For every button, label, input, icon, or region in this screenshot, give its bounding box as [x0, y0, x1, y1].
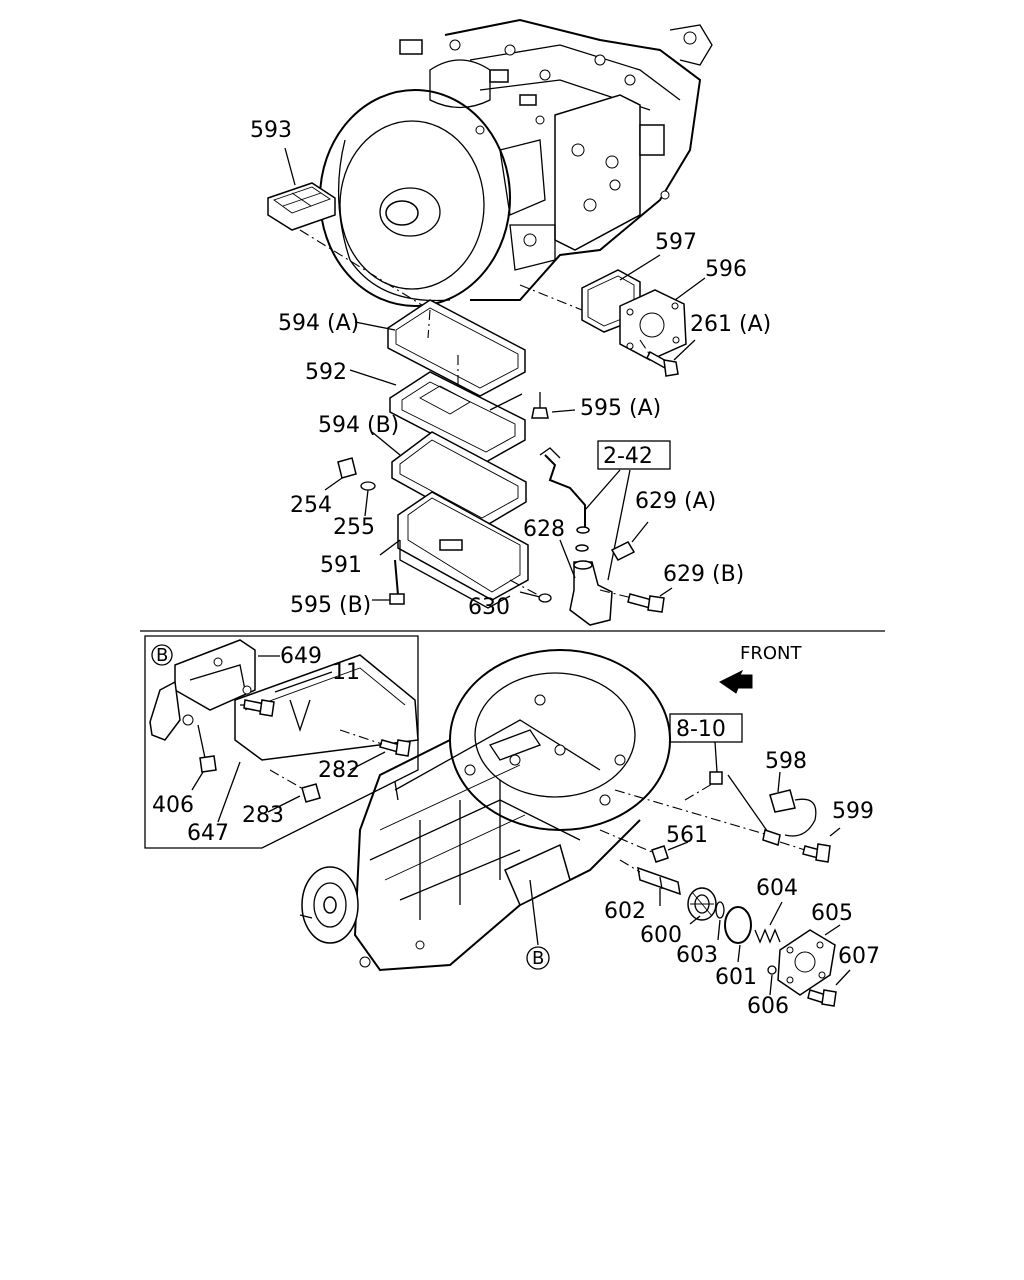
label-592: 592: [305, 360, 347, 385]
o-ring-part-630: [509, 579, 552, 603]
label-596: 596: [705, 257, 747, 282]
cover-part-596: [619, 277, 706, 361]
bolt-part-595b: [372, 559, 405, 605]
label-561: 561: [666, 823, 708, 848]
ring-part-255: [360, 481, 376, 517]
detail-b-inset: [144, 635, 419, 849]
bolt-part-629a: [610, 521, 649, 561]
callout-b-marker: [526, 946, 550, 970]
label-649: 649: [280, 644, 322, 669]
label-594a: 594 (A): [278, 311, 359, 336]
label-282: 282: [318, 758, 360, 783]
label-605: 605: [811, 901, 853, 926]
plug-part-254: [324, 457, 357, 491]
label-603: 603: [676, 943, 718, 968]
label-628: 628: [523, 517, 565, 542]
bolt-part-595a: [531, 392, 576, 419]
spring-part-604: [754, 901, 783, 944]
label-254: 254: [290, 493, 332, 518]
label-601: 601: [715, 965, 757, 990]
plate-part-592: [349, 369, 526, 463]
front-arrow: [719, 669, 753, 694]
gasket-part-594a: [354, 299, 526, 397]
label-283: 283: [242, 803, 284, 828]
label-595b: 595 (B): [290, 593, 371, 618]
automatic-transmission-assembly: [319, 18, 713, 307]
label-597: 597: [655, 230, 697, 255]
label-callout-b: B: [532, 948, 544, 969]
bolt-part-261a: [639, 339, 696, 377]
oil-pipe-part-628: [539, 447, 613, 626]
label-261a: 261 (A): [690, 312, 771, 337]
reference-box-8-10: [669, 713, 771, 836]
label-594b: 594 (B): [318, 413, 399, 438]
label-2-42: 2-42: [603, 444, 653, 469]
gear-part-600: [687, 887, 717, 925]
label-255: 255: [333, 515, 375, 540]
label-630: 630: [468, 595, 510, 620]
bolt-part-607: [807, 969, 851, 1007]
label-599: 599: [832, 799, 874, 824]
label-629b: 629 (B): [663, 562, 744, 587]
label-591: 591: [320, 553, 362, 578]
shaft-part-602: [619, 859, 681, 906]
reference-box-2-42: [584, 440, 671, 581]
label-602: 602: [604, 899, 646, 924]
manual-transmission-assembly: [299, 649, 671, 972]
label-604: 604: [756, 876, 798, 901]
cover-part-605: [777, 924, 841, 996]
switch-part-598: [769, 771, 817, 837]
label-629a: 629 (A): [635, 489, 716, 514]
ring-part-603: [715, 901, 725, 941]
label-406: 406: [152, 793, 194, 818]
label-647: 647: [187, 821, 229, 846]
label-11: 11: [332, 660, 360, 685]
label-front: FRONT: [740, 643, 802, 664]
label-598: 598: [765, 749, 807, 774]
labels: 593 597 596 594 (A) 261 (A) 592 595 (A) …: [152, 118, 880, 1019]
label-8-10: 8-10: [676, 717, 726, 742]
label-600: 600: [640, 923, 682, 948]
plug-part-561: [599, 829, 689, 863]
label-606: 606: [747, 994, 789, 1019]
label-595a: 595 (A): [580, 396, 661, 421]
label-593: 593: [250, 118, 292, 143]
label-callout-b-inset: B: [156, 645, 168, 666]
o-ring-part-601: [724, 906, 752, 963]
gasket-part-606: [767, 965, 777, 996]
bolt-part-629b: [599, 587, 673, 613]
filter-part-593: [267, 147, 431, 311]
label-607: 607: [838, 944, 880, 969]
oil-pan-part-591: [379, 491, 529, 609]
bolt-part-599: [614, 789, 841, 863]
gasket-part-594b: [371, 431, 527, 529]
